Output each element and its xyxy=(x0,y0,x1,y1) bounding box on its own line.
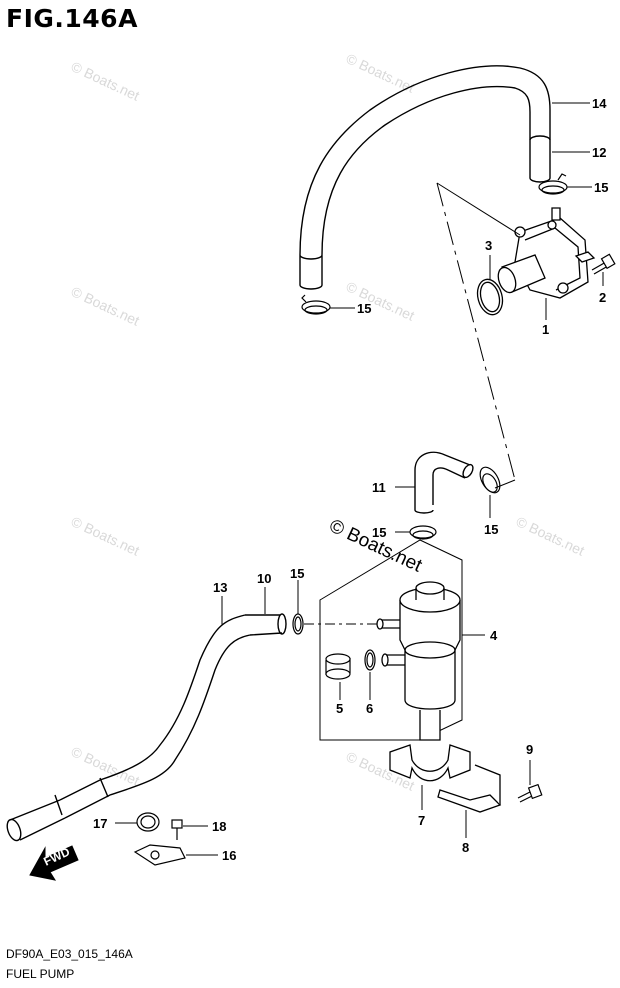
callout-number: 9 xyxy=(526,742,533,757)
bolt-2 xyxy=(591,253,616,275)
callout-number: 4 xyxy=(490,628,498,643)
callout-number: 2 xyxy=(599,290,606,305)
watermark: © Boats.net xyxy=(344,278,417,324)
o-ring xyxy=(476,278,504,316)
watermarks: © Boats.net © Boats.net © Boats.net © Bo… xyxy=(69,50,587,794)
callout-number: 13 xyxy=(213,580,227,595)
hose-14-lower-end xyxy=(299,254,323,290)
hose-10 xyxy=(245,613,287,636)
callout-number: 8 xyxy=(462,840,469,855)
figure-title: FIG.146A xyxy=(6,4,138,33)
watermark: © Boats.net xyxy=(69,743,142,789)
clip-6 xyxy=(364,649,376,671)
callout-number: 5 xyxy=(336,701,343,716)
hose-13 xyxy=(6,614,251,842)
callout-labels: 14 12 15 3 2 15 1 11 15 15 13 10 15 4 5 … xyxy=(93,96,608,863)
clip-15-right xyxy=(479,466,501,494)
callout-number: 10 xyxy=(257,571,271,586)
callout-number: 15 xyxy=(290,566,304,581)
watermark: © Boats.net xyxy=(69,283,142,329)
bracket-16 xyxy=(133,844,186,866)
fuel-filter xyxy=(376,581,461,741)
callout-number: 15 xyxy=(484,522,498,537)
callout-number: 15 xyxy=(357,301,371,316)
bracket-8 xyxy=(437,764,502,813)
footer-code: DF90A_E03_015_146A xyxy=(6,947,133,961)
watermark: © Boats.net xyxy=(514,513,587,559)
callout-number: 18 xyxy=(212,819,226,834)
callout-number: 15 xyxy=(372,525,386,540)
bolt-9 xyxy=(517,783,543,803)
fwd-arrow: FWD xyxy=(29,844,79,881)
bolt-18 xyxy=(171,819,183,840)
callout-number: 15 xyxy=(594,180,608,195)
callout-number: 3 xyxy=(485,238,492,253)
hose-14 xyxy=(299,65,551,256)
clip-15-top xyxy=(538,173,568,195)
clip-15-center xyxy=(409,525,437,540)
callout-number: 11 xyxy=(372,480,386,495)
hose-12 xyxy=(529,135,551,183)
callout-number: 1 xyxy=(542,322,549,337)
callout-leaders xyxy=(115,102,604,856)
callout-number: 17 xyxy=(93,816,107,831)
bracket-7 xyxy=(389,744,471,782)
footer-name: FUEL PUMP xyxy=(6,967,75,981)
fuel-pump xyxy=(497,207,596,299)
exploded-lines xyxy=(319,182,521,741)
callout-number: 16 xyxy=(222,848,236,863)
clip-15-hose10 xyxy=(292,613,304,635)
watermark: © Boats.net xyxy=(69,58,142,104)
callout-number: 6 xyxy=(366,701,373,716)
clamp-17 xyxy=(136,812,160,832)
callout-number: 7 xyxy=(418,813,425,828)
tube-5 xyxy=(325,653,351,680)
hose-11 xyxy=(414,451,474,514)
watermark: © Boats.net xyxy=(69,513,142,559)
callout-number: 14 xyxy=(592,96,607,111)
clip-15-left xyxy=(301,294,331,315)
callout-number: 12 xyxy=(592,145,606,160)
